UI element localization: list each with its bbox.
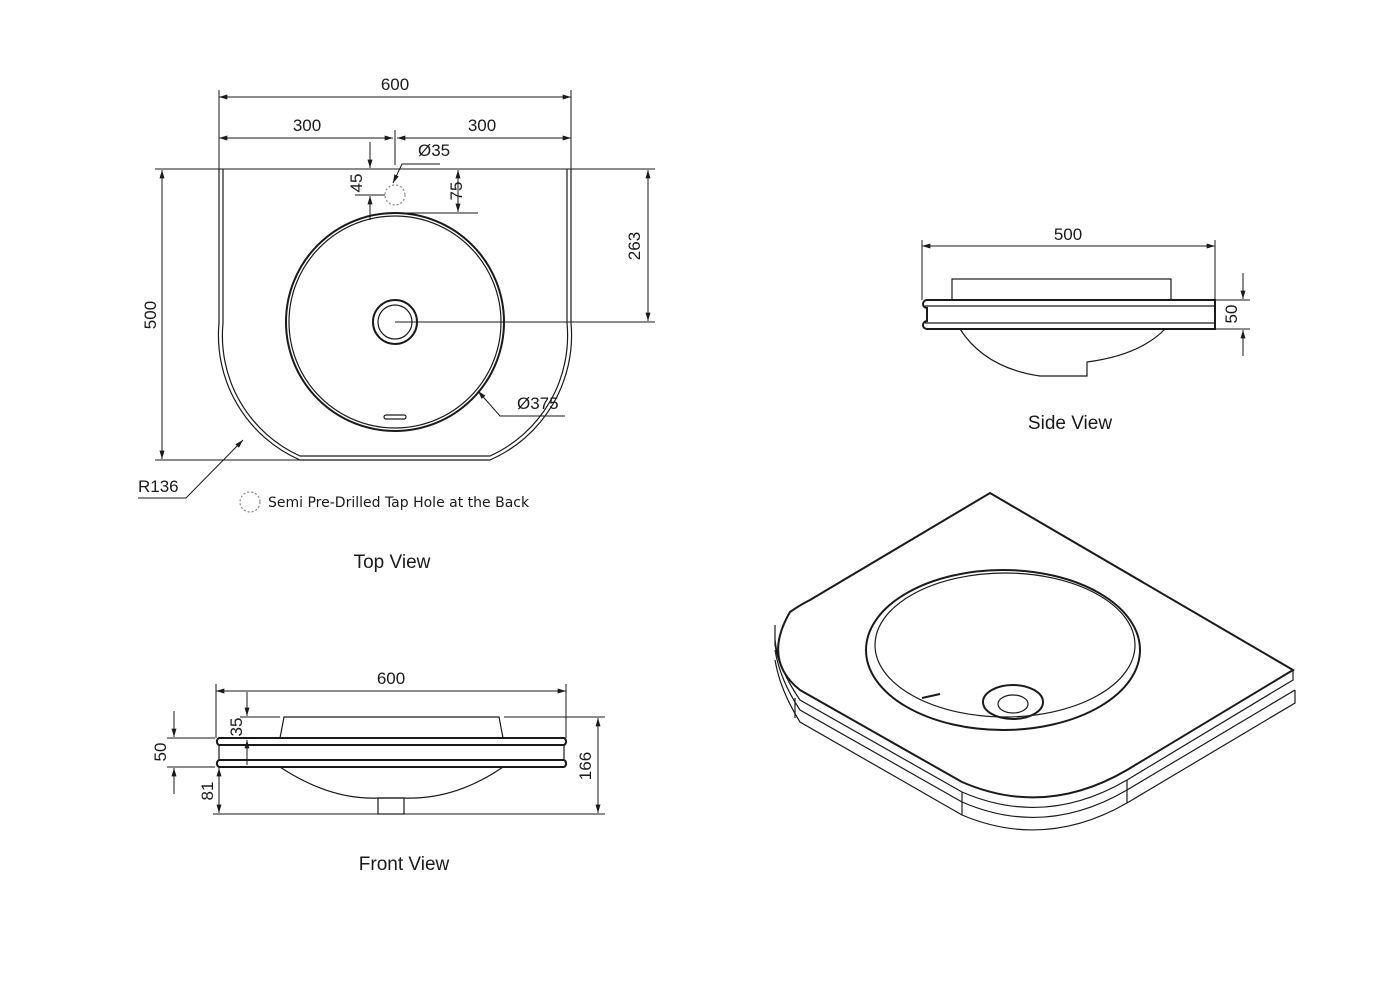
top-view-title: Top View bbox=[354, 552, 431, 573]
dim-left-300: 300 bbox=[293, 116, 321, 135]
tap-hole-legend-icon bbox=[239, 491, 261, 513]
dim-tap-offset: 45 bbox=[347, 174, 366, 193]
dim-width-600: 600 bbox=[381, 75, 409, 94]
tap-hole-icon bbox=[384, 184, 406, 206]
dim-corner-radius: R136 bbox=[138, 477, 179, 496]
overflow-slot bbox=[383, 414, 407, 420]
dim-depth: 500 bbox=[141, 301, 160, 329]
isometric-view bbox=[774, 491, 1296, 831]
front-dim-total: 166 bbox=[576, 752, 595, 780]
side-dim-width: 500 bbox=[1054, 225, 1082, 244]
front-dim-width: 600 bbox=[377, 669, 405, 688]
top-view-outline bbox=[217, 169, 573, 461]
front-dim-bowl: 81 bbox=[198, 782, 217, 801]
side-view-title: Side View bbox=[1028, 413, 1112, 434]
dim-drain-center: 263 bbox=[625, 232, 644, 260]
front-dim-rim: 35 bbox=[227, 718, 246, 737]
dim-right-300: 300 bbox=[468, 116, 496, 135]
front-view-title: Front View bbox=[359, 854, 450, 875]
dim-basin-dia: Ø375 bbox=[517, 394, 559, 413]
dim-tap-dia: Ø35 bbox=[418, 141, 450, 160]
front-dim-thickness: 50 bbox=[151, 743, 170, 762]
front-view: 600 35 50 81 166 Front View bbox=[151, 669, 605, 875]
side-dim-thickness: 50 bbox=[1222, 305, 1241, 324]
top-view: 600 300 300 Ø35 45 75 263 500 Ø375 R136 bbox=[138, 75, 655, 573]
iso-drain-icon bbox=[982, 684, 1044, 720]
side-view: 500 50 Side View bbox=[921, 225, 1250, 434]
dim-basin-offset: 75 bbox=[447, 182, 466, 201]
iso-basin-rim bbox=[865, 569, 1141, 731]
tap-hole-note: Semi Pre-Drilled Tap Hole at the Back bbox=[268, 495, 530, 511]
